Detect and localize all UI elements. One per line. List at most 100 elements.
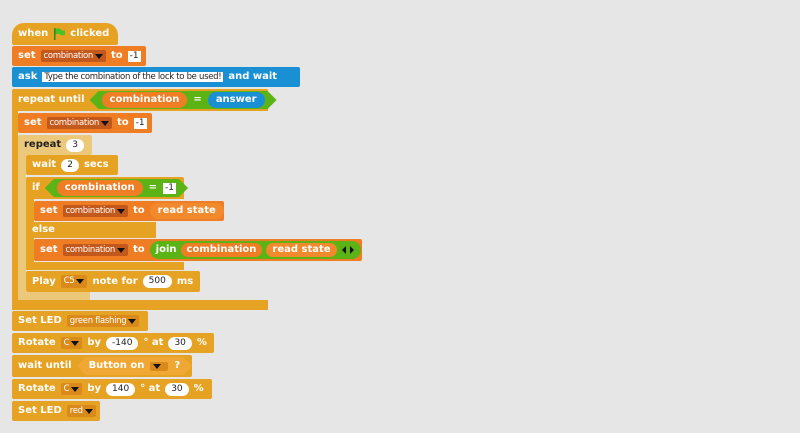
value-input[interactable]: -1 xyxy=(165,182,175,193)
play-note-block[interactable]: Play C5 note for 500 ms xyxy=(26,271,200,292)
dropdown-arrow-icon xyxy=(71,340,80,346)
dropdown-arrow-icon xyxy=(117,247,126,253)
set-led-label: Set LED xyxy=(18,405,62,416)
combination-reporter[interactable]: combination xyxy=(57,180,143,196)
green-flag-icon xyxy=(54,28,66,40)
dropdown-arrow-icon xyxy=(95,53,104,59)
set-label: set xyxy=(40,205,58,216)
dropdown-arrow-icon xyxy=(128,318,137,324)
button-on-label: Button on xyxy=(88,360,145,371)
repeat-until-foot xyxy=(12,300,268,310)
dropdown-arrow-icon xyxy=(84,408,93,414)
value-input[interactable]: -1 xyxy=(133,117,147,129)
set-led-block[interactable]: Set LED red xyxy=(12,401,100,421)
to-label: to xyxy=(133,205,145,216)
rotate-label: Rotate xyxy=(18,337,56,348)
set-led-label: Set LED xyxy=(18,315,62,326)
if-else-block[interactable]: if combination = -1 xyxy=(26,177,184,199)
direction-dropdown[interactable]: C xyxy=(60,336,83,350)
and-wait-label: and wait xyxy=(228,71,278,82)
if-foot xyxy=(26,262,184,270)
clicked-label: clicked xyxy=(70,28,110,39)
join-reporter[interactable]: join combination read state xyxy=(149,241,361,259)
else-label-bar: else xyxy=(26,222,156,238)
direction-dropdown[interactable]: C xyxy=(60,382,83,396)
variable-dropdown[interactable]: combination xyxy=(62,204,129,218)
rotate-block[interactable]: Rotate C by 140 ° at 30 % xyxy=(12,379,212,399)
value-input[interactable]: -1 xyxy=(127,50,141,62)
set-label: set xyxy=(24,117,42,128)
repeat-foot xyxy=(18,292,90,300)
led-mode-dropdown[interactable]: red xyxy=(66,404,96,418)
set-variable-block[interactable]: set combination to -1 xyxy=(12,46,146,66)
button-dropdown[interactable] xyxy=(150,362,168,371)
set-label: set xyxy=(18,50,36,61)
to-label: to xyxy=(133,244,145,255)
wait-until-block[interactable]: wait until Button on ? xyxy=(12,355,192,377)
combination-reporter[interactable]: combination xyxy=(180,243,263,257)
degrees-at-label: ° at xyxy=(140,383,161,394)
to-label: to xyxy=(117,117,129,128)
variable-dropdown[interactable]: combination xyxy=(46,116,113,130)
repeat-until-block[interactable]: repeat until combination = answer xyxy=(12,89,268,111)
duration-input[interactable]: 500 xyxy=(142,275,172,288)
join-label: join xyxy=(155,244,177,255)
repeat-block[interactable]: repeat 3 xyxy=(18,135,92,155)
degrees-at-label: ° at xyxy=(143,337,164,348)
question-mark-label: ? xyxy=(174,360,181,371)
speed-input[interactable]: 30 xyxy=(168,336,192,350)
set-variable-block[interactable]: set combination to read state xyxy=(34,201,224,221)
when-flag-clicked-block[interactable]: when clicked xyxy=(12,23,118,45)
to-label: to xyxy=(111,50,123,61)
equals-operator: = xyxy=(193,94,202,105)
combination-reporter[interactable]: combination xyxy=(102,92,188,108)
secs-label: secs xyxy=(83,159,109,170)
dropdown-arrow-icon xyxy=(117,208,126,214)
rotate-label: Rotate xyxy=(18,383,56,394)
when-label: when xyxy=(18,28,49,39)
ask-block[interactable]: ask Type the combination of the lock to … xyxy=(12,67,300,87)
play-label: Play xyxy=(32,275,56,287)
dropdown-arrow-icon xyxy=(71,386,80,392)
degrees-input[interactable]: 140 xyxy=(106,382,136,396)
read-state-reporter[interactable]: read state xyxy=(149,203,224,219)
equals-condition[interactable]: combination = answer xyxy=(90,91,277,109)
dropdown-arrow-icon xyxy=(153,364,161,369)
note-for-label: note for xyxy=(92,275,138,287)
by-label: by xyxy=(87,337,101,348)
read-state-reporter[interactable]: read state xyxy=(266,243,337,257)
answer-reporter[interactable]: answer xyxy=(208,92,265,108)
repeat-count-input[interactable]: 3 xyxy=(66,138,84,152)
wait-block[interactable]: wait 2 secs xyxy=(26,155,118,175)
button-condition[interactable]: Button on ? xyxy=(77,357,193,375)
variable-dropdown[interactable]: combination xyxy=(62,243,129,257)
variable-dropdown[interactable]: combination xyxy=(40,49,107,63)
repeat-label: repeat xyxy=(24,139,62,150)
repeat-until-arm xyxy=(12,110,18,302)
repeat-until-label: repeat until xyxy=(18,94,85,105)
equals-operator: = xyxy=(148,182,158,193)
wait-until-label: wait until xyxy=(18,360,72,371)
else-label: else xyxy=(32,224,55,235)
wait-seconds-input[interactable]: 2 xyxy=(61,158,79,172)
expand-arrows-icon[interactable] xyxy=(341,245,355,255)
speed-input[interactable]: 30 xyxy=(165,382,189,396)
percent-label: % xyxy=(193,383,204,394)
rotate-block[interactable]: Rotate C by -140 ° at 30 % xyxy=(12,333,214,353)
dropdown-arrow-icon xyxy=(101,120,110,126)
equals-condition[interactable]: combination = -1 xyxy=(45,179,188,197)
led-mode-dropdown[interactable]: green flashing xyxy=(66,314,140,328)
question-input[interactable]: Type the combination of the lock to be u… xyxy=(42,71,224,83)
set-variable-block[interactable]: set combination to -1 xyxy=(18,113,152,133)
by-label: by xyxy=(87,383,101,394)
set-label: set xyxy=(40,244,58,255)
repeat-arm xyxy=(18,154,26,296)
percent-label: % xyxy=(196,337,207,348)
set-led-block[interactable]: Set LED green flashing xyxy=(12,311,148,331)
note-dropdown[interactable]: C5 xyxy=(60,275,88,288)
degrees-input[interactable]: -140 xyxy=(106,336,139,350)
set-variable-block[interactable]: set combination to join combination read… xyxy=(34,239,362,261)
wait-label: wait xyxy=(32,159,57,170)
ms-label: ms xyxy=(176,275,194,287)
dropdown-arrow-icon xyxy=(76,279,85,284)
